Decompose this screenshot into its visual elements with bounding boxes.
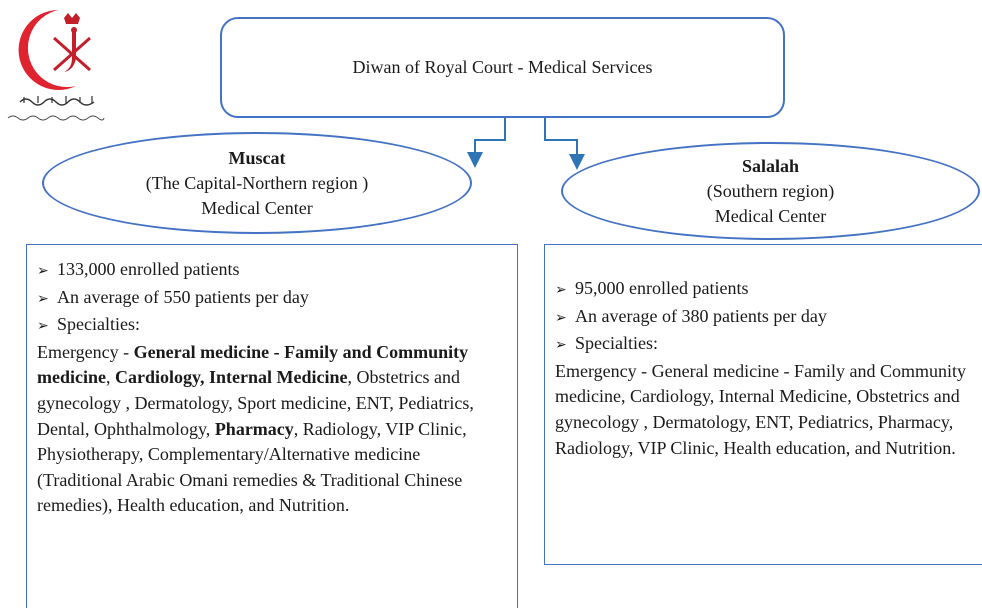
- organization-logo: [6, 8, 116, 128]
- arabic-title-script: [19, 96, 95, 106]
- page-title: Diwan of Royal Court - Medical Services: [352, 57, 653, 77]
- list-item: ➢ An average of 550 patients per day: [37, 285, 509, 313]
- salalah-center-node: Salalah (Southern region) Medical Center: [561, 142, 980, 240]
- arabic-subtitle-script: [7, 115, 105, 121]
- bullet-arrow-icon: ➢: [37, 263, 49, 279]
- salalah-info-box: ➢ 95,000 enrolled patients ➢ An average …: [544, 244, 982, 565]
- muscat-center-node: Muscat (The Capital-Northern region ) Me…: [42, 132, 472, 234]
- crescent-emblem-icon: [18, 10, 91, 90]
- list-item: ➢ 133,000 enrolled patients: [37, 257, 509, 285]
- connector-to-salalah: [544, 118, 585, 170]
- list-item: ➢ Specialties:: [555, 331, 982, 359]
- salalah-center-label: Medical Center: [714, 205, 827, 226]
- connector-to-muscat: [467, 118, 506, 168]
- bullet-arrow-icon: ➢: [555, 309, 567, 326]
- bullet-arrow-icon: ➢: [37, 290, 49, 307]
- muscat-name: Muscat: [228, 147, 286, 168]
- muscat-info-box: ➢ 133,000 enrolled patients ➢ An average…: [26, 244, 518, 608]
- royal-court-medical-services-box: Diwan of Royal Court - Medical Services: [220, 17, 785, 118]
- salalah-region: (Southern region): [706, 180, 835, 201]
- list-item: ➢ 95,000 enrolled patients: [555, 276, 982, 304]
- muscat-specialties-text: Emergency - General medicine - Family an…: [37, 341, 474, 516]
- list-item: ➢ Specialties:: [37, 312, 509, 340]
- bullet-arrow-icon: ➢: [555, 282, 567, 298]
- muscat-region: (The Capital-Northern region ): [145, 172, 369, 193]
- salalah-specialties-text: Emergency - General medicine - Family an…: [555, 360, 967, 458]
- salalah-name: Salalah: [741, 155, 800, 176]
- list-item: ➢ An average of 380 patients per day: [555, 304, 982, 332]
- muscat-center-label: Medical Center: [201, 197, 313, 218]
- bullet-arrow-icon: ➢: [555, 337, 567, 354]
- bullet-arrow-icon: ➢: [37, 318, 49, 335]
